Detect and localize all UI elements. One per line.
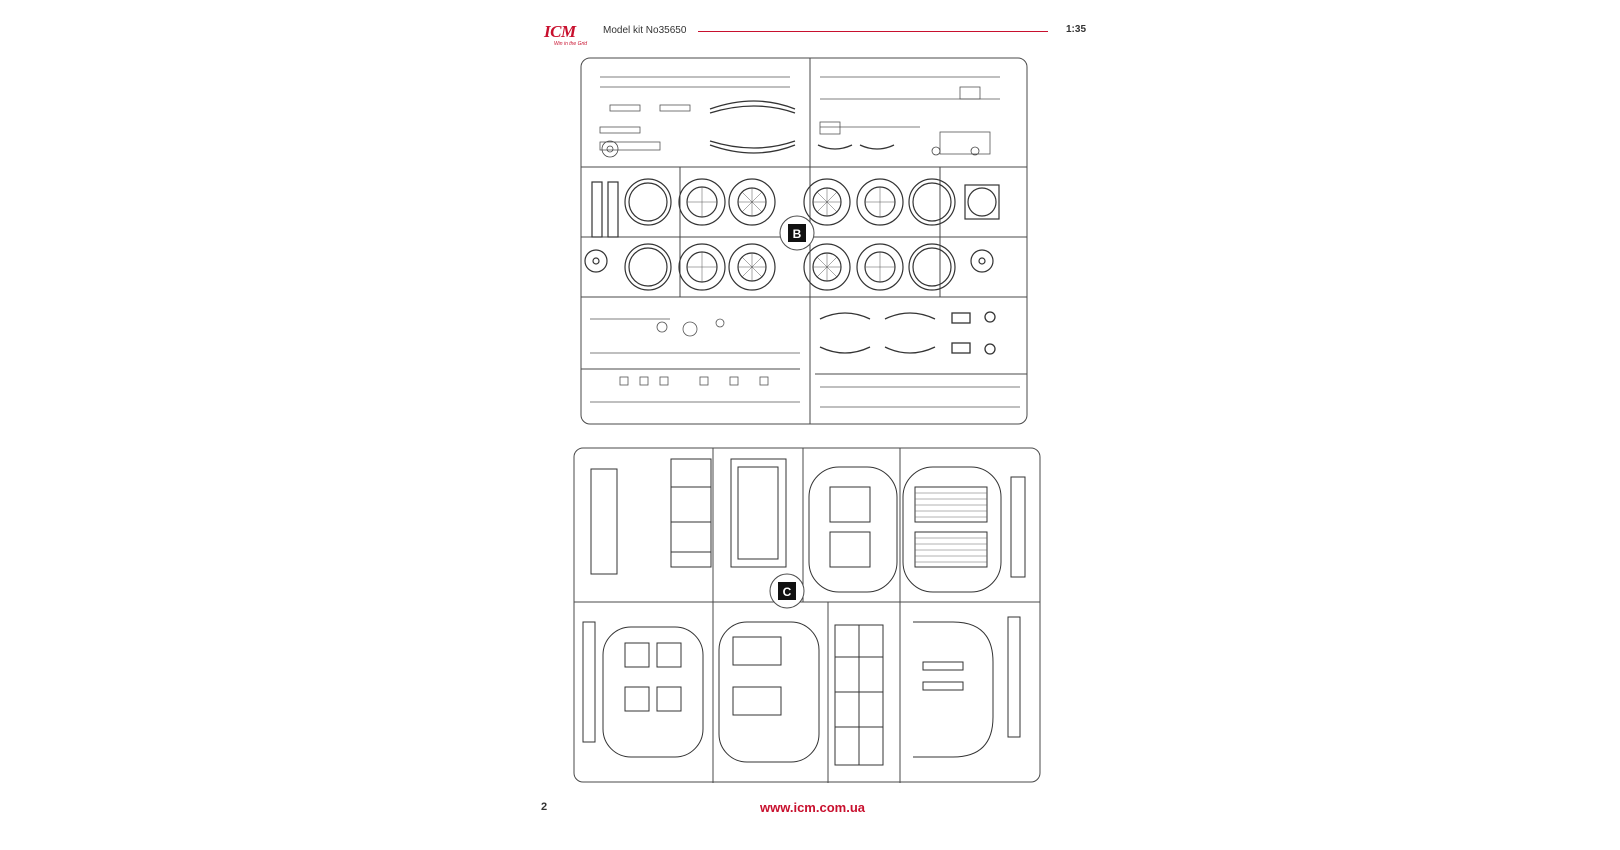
icm-logo: ICM Win in the Grid — [540, 14, 600, 48]
header-rule — [698, 31, 1048, 32]
footer-website-link[interactable]: www.icm.com.ua — [760, 800, 865, 815]
page-header: ICM Win in the Grid Model kit No35650 1:… — [540, 14, 1100, 54]
sprue-c-diagram: C — [573, 447, 1041, 783]
kit-number: Model kit No35650 — [603, 25, 687, 36]
page-number: 2 — [541, 801, 548, 813]
logo-tagline: Win in the Grid — [554, 41, 588, 47]
sprue-c-label: C — [783, 585, 792, 599]
logo-wordmark: ICM — [544, 22, 576, 41]
sprue-b-diagram: B — [580, 57, 1028, 425]
scale-label: 1:35 — [1066, 24, 1087, 35]
sprue-b-label: B — [793, 227, 802, 241]
